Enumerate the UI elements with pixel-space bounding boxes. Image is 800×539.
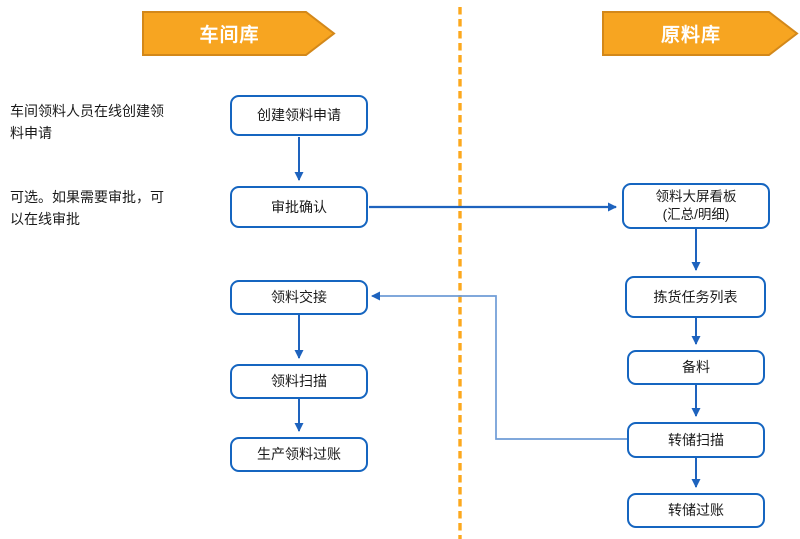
node-material-scan: 领料扫描	[230, 364, 368, 399]
node-material-handover: 领料交接	[230, 280, 368, 315]
node-production-issue-posting: 生产领料过账	[230, 437, 368, 472]
node-material-preparation: 备料	[627, 350, 765, 385]
annotation-approval-note: 可选。如果需要审批，可 以在线审批	[10, 189, 164, 227]
node-transfer-posting: 转储过账	[627, 493, 765, 528]
node-approval-confirm: 审批确认	[230, 186, 368, 228]
node-transfer-scan: 转储扫描	[627, 422, 765, 458]
node-requisition-dashboard: 领料大屏看板 (汇总/明细)	[622, 183, 770, 229]
annotation-create-note: 车间领料人员在线创建领 料申请	[10, 103, 164, 141]
workshop-banner-shape	[142, 11, 336, 56]
connector-transfer-scan-to-handover	[371, 291, 627, 440]
node-create-requisition: 创建领料申请	[230, 95, 368, 136]
raw-material-banner-shape	[602, 11, 799, 56]
node-picking-task-list: 拣货任务列表	[625, 276, 766, 318]
